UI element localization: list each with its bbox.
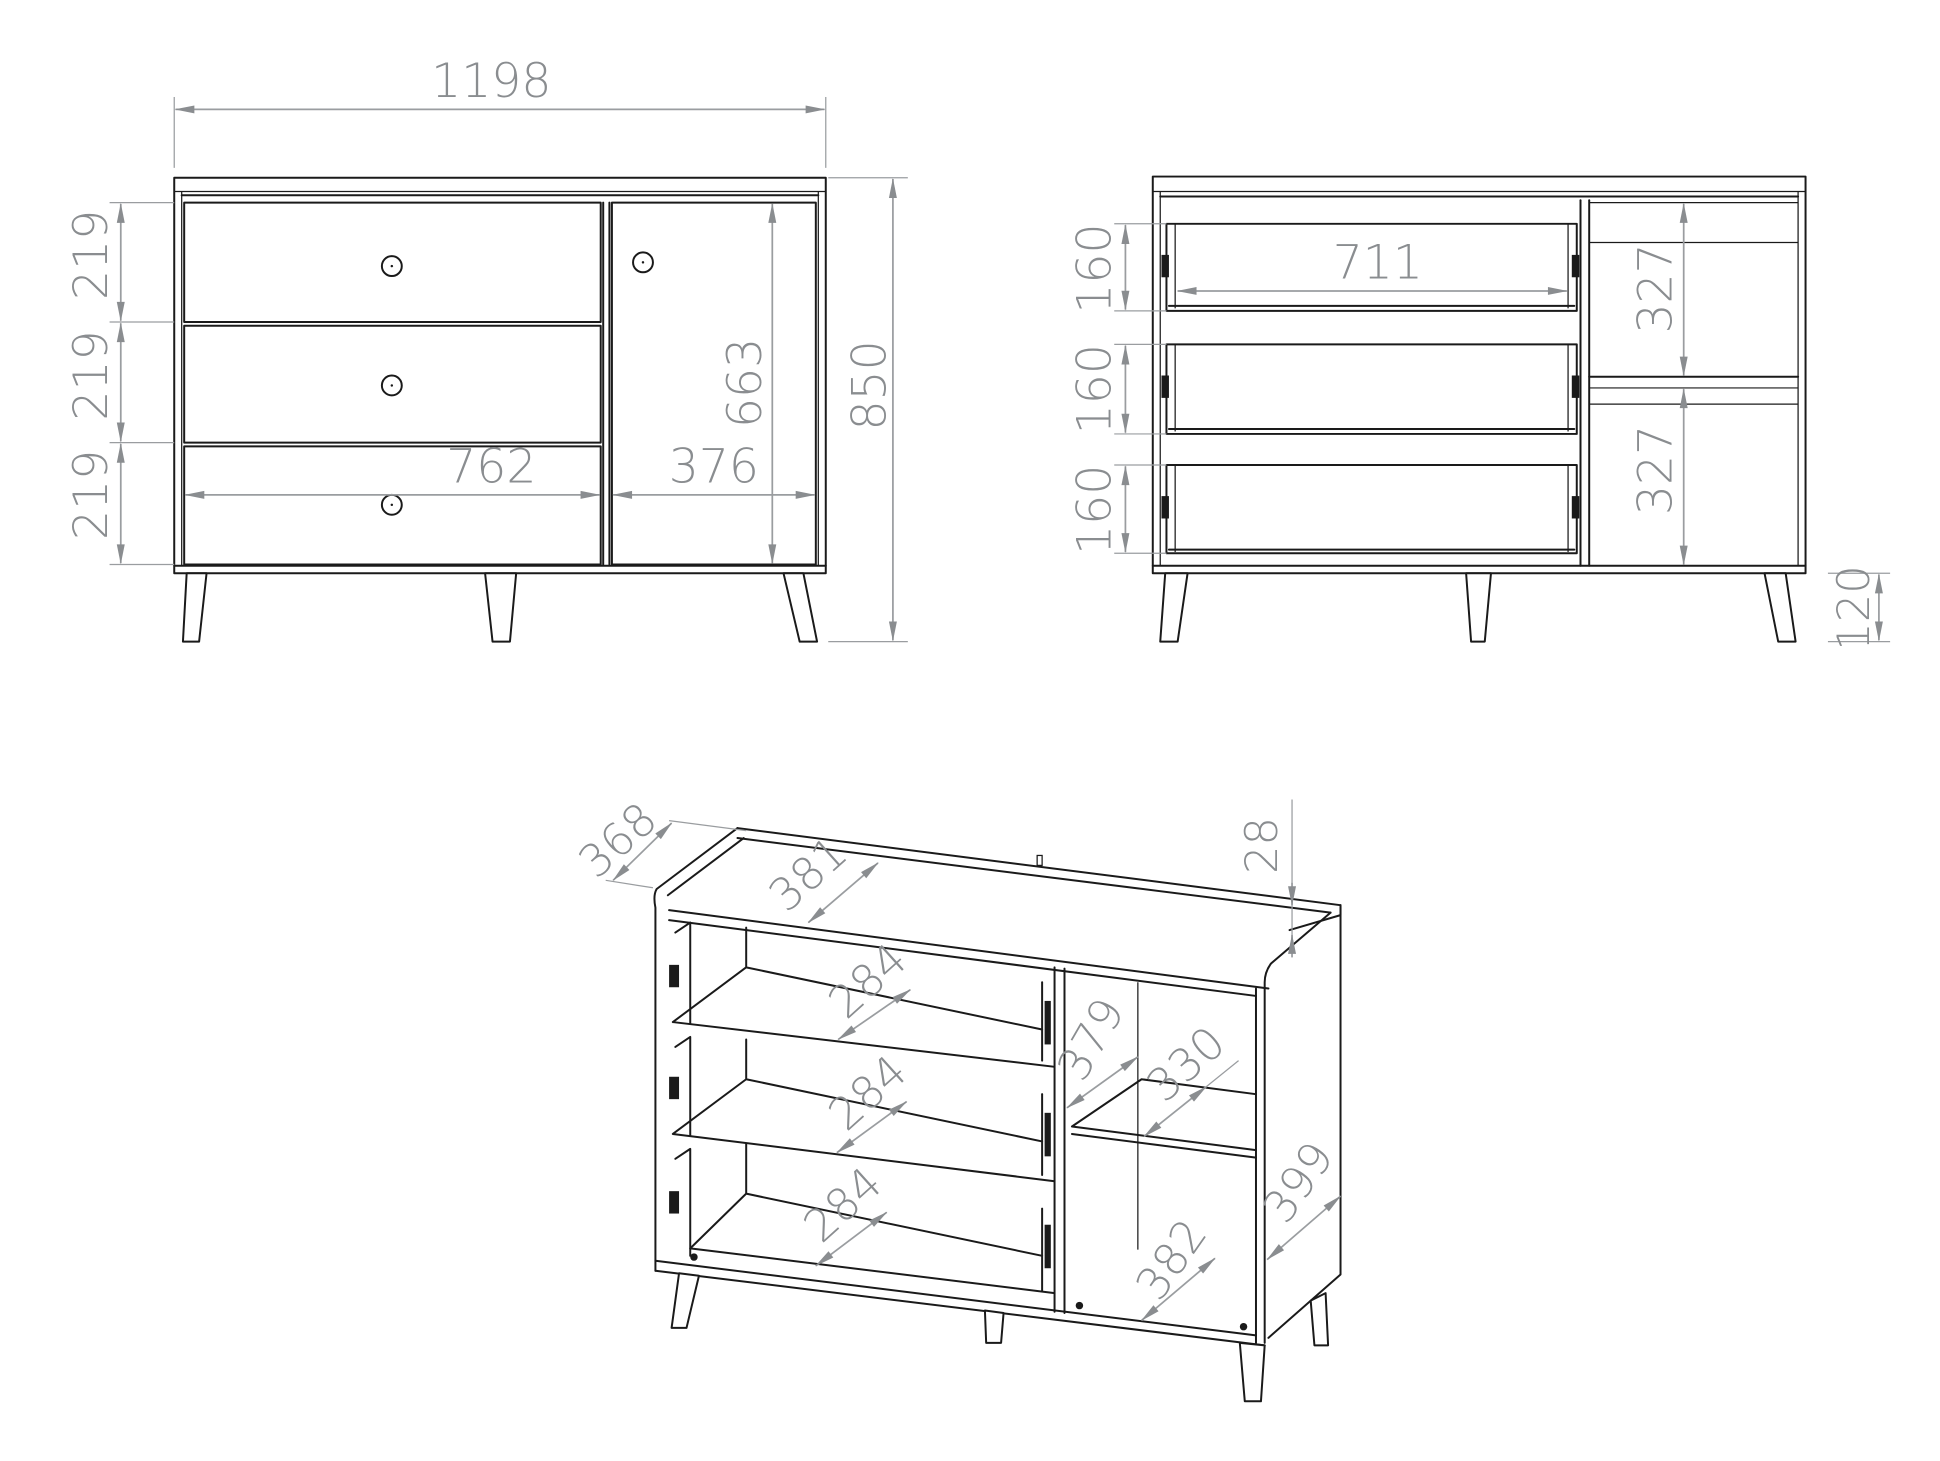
label-drawer-height-2: 219 [64, 330, 119, 420]
label-overall-height: 850 [842, 340, 897, 430]
label-drawer-box-height-1: 160 [1068, 223, 1123, 313]
drawer-front-2 [183, 324, 602, 444]
drawer-front-1 [183, 201, 602, 324]
label-top-rim-height: 28 [1235, 817, 1288, 874]
label-door-height: 663 [718, 338, 773, 428]
label-compartment-height-1: 327 [1628, 243, 1683, 333]
cabinet-isometric [653, 827, 1342, 1403]
dimension-leg-height: 120 [1827, 565, 1891, 651]
dimension-overall-height: 850 [828, 177, 908, 643]
label-bottom-depth: 382 [1125, 1209, 1217, 1309]
label-compartment-height-2: 327 [1628, 425, 1683, 515]
drawer-iso-1 [671, 921, 1056, 1068]
label-shelf-depth: 330 [1136, 1016, 1235, 1113]
dimension-drawer-box-heights: 160 160 160 [1068, 223, 1167, 555]
dimension-door-height: 663 [718, 202, 777, 565]
drawer-front-3 [183, 445, 602, 566]
dimension-drawer-inner-width: 711 [1176, 236, 1568, 295]
label-leg-height: 120 [1827, 565, 1880, 650]
label-inner-top-depth: 381 [758, 825, 857, 922]
label-drawer-box-height-3: 160 [1068, 465, 1123, 555]
drawer-iso-2 [671, 1035, 1056, 1183]
dimension-drawer-heights: 219 219 219 [64, 202, 175, 566]
cabinet-body [173, 176, 827, 643]
drawer-box-2 [1165, 343, 1578, 435]
label-drawer-height-3: 219 [64, 450, 119, 540]
label-door-width: 376 [669, 439, 759, 494]
cabinet-body-open [1151, 175, 1807, 643]
legs [181, 572, 819, 643]
label-drawer-box-height-2: 160 [1068, 344, 1123, 434]
dimension-compartment-heights: 327 327 [1628, 202, 1688, 566]
legs-open [1159, 572, 1797, 643]
label-overall-width: 1198 [431, 54, 551, 109]
front-view: 1198 [64, 54, 908, 643]
label-drawer-inner-width: 711 [1333, 236, 1423, 291]
label-drawer-depth-2: 284 [818, 1044, 917, 1141]
isometric-view: 368 381 28 284 284 284 379 330 399 382 [568, 792, 1344, 1403]
drawer-runner-icon [1161, 254, 1580, 519]
dimension-front-widths: 762 376 [184, 439, 816, 499]
label-drawer-depth-3: 284 [793, 1156, 892, 1253]
label-drawer-depth-1: 284 [818, 932, 917, 1029]
dimension-overall-width: 1198 [173, 54, 827, 168]
door-front [610, 201, 817, 566]
hinge-icon [669, 964, 1248, 1331]
label-top-depth: 368 [568, 792, 667, 889]
label-shelf-clearance: 379 [1047, 989, 1136, 1089]
legs-iso [670, 1272, 1330, 1403]
drawer-iso-3 [674, 1142, 1056, 1295]
drawer-box-3 [1165, 464, 1578, 555]
label-drawer-height-1: 219 [64, 210, 119, 300]
label-drawer-width: 762 [446, 439, 536, 494]
front-view-open: 160 160 160 711 327 327 120 [1068, 175, 1891, 651]
